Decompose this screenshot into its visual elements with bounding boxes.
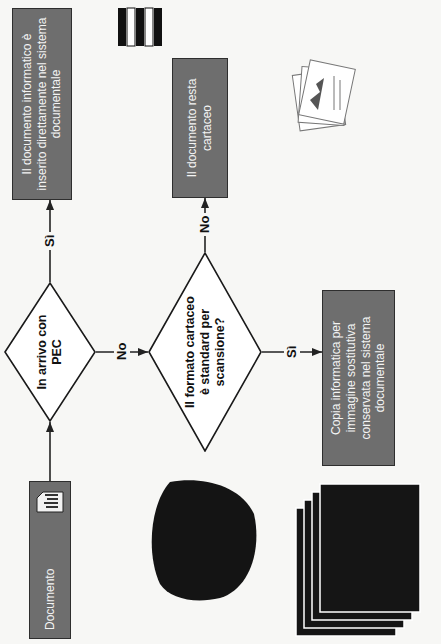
process-text: Il documento resta cartaceo bbox=[185, 67, 214, 189]
diamond-label: In arrivo con PEC bbox=[35, 313, 65, 391]
process-box: Copia informatica per immagine sostituti… bbox=[322, 290, 395, 466]
process-box: Il documento resta cartaceo bbox=[172, 58, 228, 198]
edge-label: Sì bbox=[42, 232, 58, 250]
decision-text: In arrivo con PEC bbox=[35, 313, 65, 391]
edge-label: No bbox=[197, 213, 213, 236]
scanned-sheets bbox=[296, 484, 420, 636]
document-icon bbox=[36, 490, 64, 514]
process-box: Documento bbox=[29, 481, 71, 639]
decision-diamond: In arrivo con PEC bbox=[4, 282, 96, 422]
binders bbox=[118, 8, 162, 46]
crumpled-paper bbox=[152, 480, 257, 600]
paper-documents bbox=[292, 60, 355, 131]
edge-label: No bbox=[114, 340, 130, 363]
process-text: Copia informatica per immagine sostituti… bbox=[329, 299, 388, 457]
process-box: Il documento informatico è inserito dire… bbox=[12, 8, 72, 200]
decision-text: Il formato cartaceo è standard per scans… bbox=[183, 296, 228, 408]
process-text: Il documento informatico è inserito dire… bbox=[20, 17, 64, 191]
flow-arrow bbox=[49, 422, 51, 481]
edge-label: Sì bbox=[284, 343, 300, 361]
diamond-label: Il formato cartaceo è standard per scans… bbox=[183, 296, 228, 408]
process-text: Documento bbox=[43, 522, 58, 630]
decision-diamond: Il formato cartaceo è standard per scans… bbox=[148, 252, 262, 452]
